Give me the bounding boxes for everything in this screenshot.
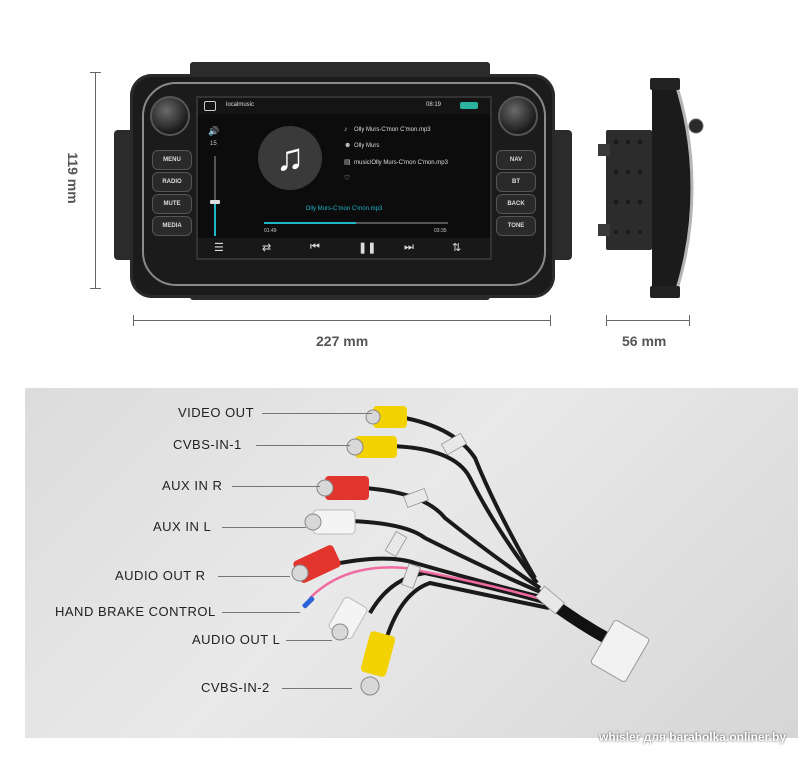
tune-knob[interactable] — [498, 96, 538, 136]
head-unit-side-view — [598, 78, 704, 298]
leader-aux-in-r — [232, 486, 320, 487]
chrome-bezel — [142, 82, 546, 286]
label-audio-out-l: AUDIO OUT L — [192, 632, 281, 647]
height-dimension-line — [95, 72, 96, 288]
touch-screen[interactable]: localmusic 08:19 🔊 15 ♫ ♪ Olly Murs-C'mon… — [196, 96, 492, 260]
depth-dimension-tick-right — [689, 315, 690, 326]
leader-audio-out-r — [218, 576, 290, 577]
note-icon: ♪ — [344, 126, 348, 133]
playlist-icon[interactable]: ☰ — [214, 242, 224, 254]
leader-hand-brake-control — [222, 612, 300, 613]
width-dimension-tick-left — [133, 315, 134, 326]
watermark: whisler для baraholka.onliner.by — [599, 730, 786, 744]
label-aux-in-r: AUX IN R — [162, 478, 223, 493]
audio-out-r-plug — [291, 545, 341, 583]
audio-out-l-plug — [328, 596, 368, 641]
progress-fill — [264, 222, 356, 224]
leader-aux-in-l — [222, 527, 306, 528]
artist-line: ☻Olly Murs — [344, 142, 379, 149]
volume-value: 15 — [210, 141, 217, 147]
label-cvbs-in-1: CVBS-IN-1 — [173, 437, 242, 452]
video-out-plug — [365, 406, 407, 428]
aux-in-l-plug — [304, 509, 356, 535]
status-bar: localmusic 08:19 — [198, 98, 490, 114]
radio-button[interactable]: RADIO — [152, 172, 192, 192]
heart-icon[interactable]: ♡ — [344, 175, 351, 182]
file-path: music/Olly Murs-C'mon C'mon.mp3 — [354, 160, 448, 166]
volume-knob[interactable] — [150, 96, 190, 136]
leader-cvbs-in-1 — [256, 445, 350, 446]
hand-brake-wire-tip — [302, 596, 315, 609]
music-note-icon: ♫ — [258, 126, 322, 190]
cvbs-in-1-plug — [346, 436, 397, 458]
label-audio-out-r: AUDIO OUT R — [115, 568, 206, 583]
mount-tab-top — [190, 62, 490, 76]
clock: 08:19 — [426, 102, 442, 108]
previous-icon[interactable]: ⏮ — [310, 241, 320, 253]
aux-in-r-plug — [316, 476, 369, 500]
shuffle-icon[interactable]: ⇄ — [262, 242, 272, 254]
pause-icon[interactable]: ❚❚ — [358, 242, 377, 254]
leader-video-out — [262, 413, 372, 414]
track-file: Olly Murs-C'mon C'mon.mp3 — [354, 127, 431, 133]
elapsed-time: 01:49 — [264, 228, 277, 234]
height-dimension-tick-top — [90, 72, 101, 73]
depth-dimension-line — [606, 320, 690, 321]
rca-cable-harness — [291, 406, 650, 696]
next-icon[interactable]: ⏭ — [404, 241, 414, 253]
tone-button[interactable]: TONE — [496, 216, 536, 236]
volume-slider-thumb[interactable] — [210, 200, 220, 204]
height-dimension-tick-bottom — [90, 288, 101, 289]
leader-audio-out-l — [286, 640, 332, 641]
battery-icon — [460, 102, 478, 109]
home-icon[interactable] — [204, 101, 216, 111]
speaker-icon: 🔊 — [208, 126, 220, 136]
media-button[interactable]: MEDIA — [152, 216, 192, 236]
width-dimension-tick-right — [550, 315, 551, 326]
leader-cvbs-in-2 — [282, 688, 352, 689]
volume-slider-track[interactable] — [214, 156, 216, 236]
mute-button[interactable]: MUTE — [152, 194, 192, 214]
app-title: localmusic — [226, 102, 255, 108]
label-hand-brake-control: HAND BRAKE CONTROL — [55, 604, 216, 619]
playback-controls: ☰ ⇄ ⏮ ❚❚ ⏭ ⇅ — [198, 238, 490, 258]
equalizer-icon[interactable]: ⇅ — [452, 242, 462, 254]
hand-brake-wire — [309, 566, 546, 602]
bt-button[interactable]: BT — [496, 172, 536, 192]
depth-dimension-tick-left — [606, 315, 607, 326]
menu-button[interactable]: MENU — [152, 150, 192, 170]
path-line: ▤music/Olly Murs-C'mon C'mon.mp3 — [344, 158, 448, 166]
width-dimension-line — [133, 320, 551, 321]
label-cvbs-in-2: CVBS-IN-2 — [201, 680, 270, 695]
harness-connector — [590, 619, 650, 683]
width-label: 227 mm — [316, 333, 369, 349]
nav-button[interactable]: NAV — [496, 150, 536, 170]
depth-label: 56 mm — [622, 333, 667, 349]
track-file-line: ♪ Olly Murs-C'mon C'mon.mp3 — [344, 126, 431, 133]
height-label: 119 mm — [65, 152, 81, 204]
artist-name: Olly Murs — [354, 143, 380, 149]
volume-slider-fill — [214, 202, 216, 236]
cvbs-in-2-plug — [360, 631, 396, 696]
person-icon: ☻ — [344, 142, 352, 149]
now-playing-title: Olly Murs-C'mon C'mon.mp3 — [305, 206, 383, 212]
label-aux-in-l: AUX IN L — [153, 519, 212, 534]
label-video-out: VIDEO OUT — [178, 405, 255, 420]
folder-icon: ▤ — [344, 159, 351, 166]
mount-bracket-right — [550, 130, 572, 260]
head-unit-front: MENU RADIO MUTE MEDIA NAV BT BACK TONE l… — [130, 74, 555, 298]
total-time: 03:35 — [434, 228, 447, 234]
favorite-line[interactable]: ♡ — [344, 174, 354, 182]
back-button[interactable]: BACK — [496, 194, 536, 214]
progress-track[interactable] — [264, 222, 448, 224]
